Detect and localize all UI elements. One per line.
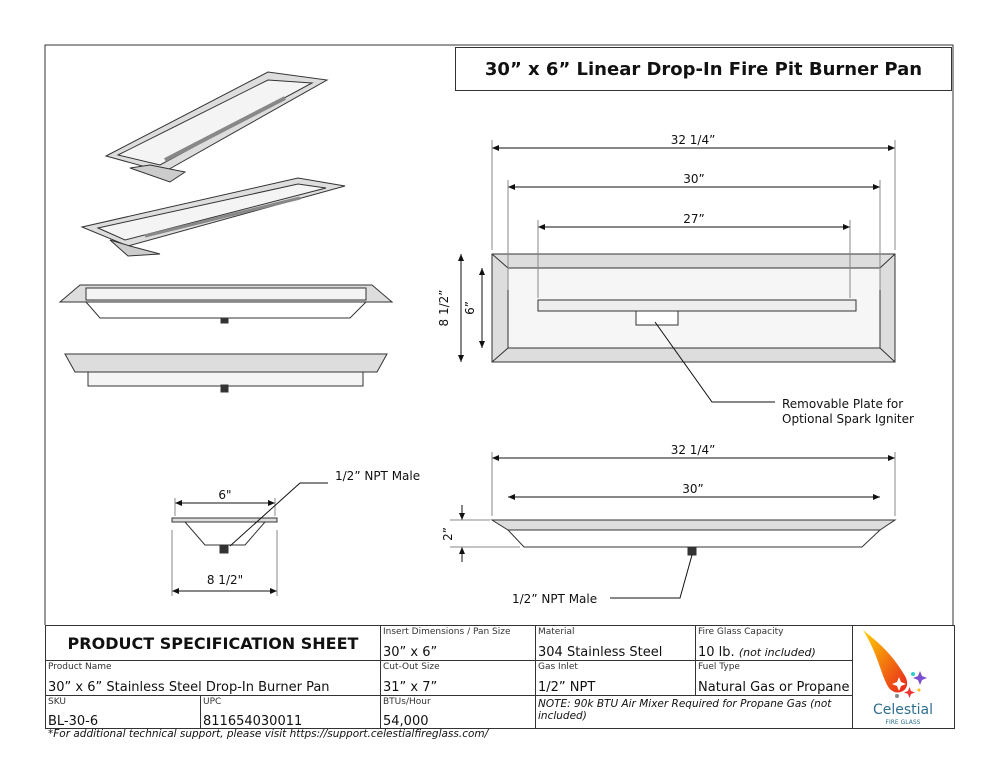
dim-insert-length: 30” (683, 172, 705, 186)
callout-line2: Optional Spark Igniter (782, 412, 914, 426)
value: 10 lb. (not included) (698, 645, 816, 660)
sku-cell: SKU BL-30-6 (46, 696, 201, 729)
front-view-lower (64, 353, 388, 393)
label: Fire Glass Capacity (698, 627, 784, 637)
side-dim-height: 2” (441, 527, 455, 541)
cutout-cell: Cut-Out Size 31” x 7” (381, 661, 536, 696)
label: SKU (48, 697, 66, 707)
side-dim-insert: 30” (682, 482, 704, 496)
value: Natural Gas or Propane (698, 680, 850, 695)
upc-cell: UPC 811654030011 (201, 696, 381, 729)
value: 30” x 6” (383, 645, 438, 660)
label: Insert Dimensions / Pan Size (383, 627, 511, 637)
burner-bar (537, 299, 857, 312)
insert-dimensions-cell: Insert Dimensions / Pan Size 30” x 6” (381, 626, 536, 661)
gas-inlet-cell: Gas Inlet 1/2” NPT (536, 661, 696, 696)
end-inlet-callout: 1/2” NPT Male (335, 469, 420, 483)
support-footer: *For additional technical support, pleas… (48, 728, 489, 740)
propane-note: NOTE: 90k BTU Air Mixer Required for Pro… (538, 698, 832, 722)
btu-cell: BTUs/Hour 54,000 (381, 696, 536, 729)
plate-leader-line (654, 321, 775, 403)
label: Material (538, 627, 575, 637)
side-view (490, 519, 897, 556)
label: BTUs/Hour (383, 697, 431, 707)
removable-plate (635, 310, 679, 326)
value: BL-30-6 (48, 714, 99, 729)
value: 304 Stainless Steel (538, 645, 663, 660)
label: UPC (203, 697, 222, 707)
side-inlet-callout: 1/2” NPT Male (512, 592, 597, 606)
fire-glass-note: (not included) (738, 646, 816, 659)
fire-glass-cell: Fire Glass Capacity 10 lb. (not included) (696, 626, 853, 661)
dim-burner-length: 27” (683, 212, 705, 226)
front-view (58, 284, 394, 324)
isometric-view-angle (80, 177, 346, 257)
isometric-view-top (104, 71, 329, 183)
top-view (491, 253, 896, 363)
label: Gas Inlet (538, 662, 578, 672)
comet-logo-icon (863, 630, 927, 698)
side-dim-overall: 32 1/4” (671, 443, 716, 457)
dim-overall-width: 8 1/2” (437, 290, 451, 327)
label: Cut-Out Size (383, 662, 440, 672)
dim-overall-length: 32 1/4” (671, 133, 716, 147)
value: 811654030011 (203, 714, 303, 729)
page-title: 30” x 6” Linear Drop-In Fire Pit Burner … (455, 47, 952, 91)
material-cell: Material 304 Stainless Steel (536, 626, 696, 661)
value: 31” x 7” (383, 680, 438, 695)
value: 1/2” NPT (538, 680, 596, 695)
value: 30” x 6” Stainless Steel Drop-In Burner … (48, 680, 330, 695)
label: Product Name (48, 662, 112, 672)
fire-glass-value: 10 lb. (698, 645, 735, 660)
callout-line1: Removable Plate for (782, 397, 903, 411)
logo: Celestial FIRE GLASS (853, 626, 954, 729)
spec-heading: PRODUCT SPECIFICATION SHEET (46, 626, 381, 661)
end-dim-overall: 8 1/2" (207, 573, 243, 587)
logo-sub: FIRE GLASS (885, 719, 921, 726)
spec-table: PRODUCT SPECIFICATION SHEET Insert Dimen… (45, 625, 955, 729)
product-name-cell: Product Name 30” x 6” Stainless Steel Dro… (46, 661, 381, 696)
dim-insert-width: 6” (463, 301, 477, 315)
end-dim-insert: 6" (218, 488, 231, 502)
label: Fuel Type (698, 662, 740, 672)
page-border (44, 44, 954, 625)
logo-name: Celestial (872, 702, 934, 718)
note-cell: NOTE: 90k BTU Air Mixer Required for Pro… (536, 696, 853, 729)
end-view (171, 517, 278, 554)
value: 54,000 (383, 714, 429, 729)
